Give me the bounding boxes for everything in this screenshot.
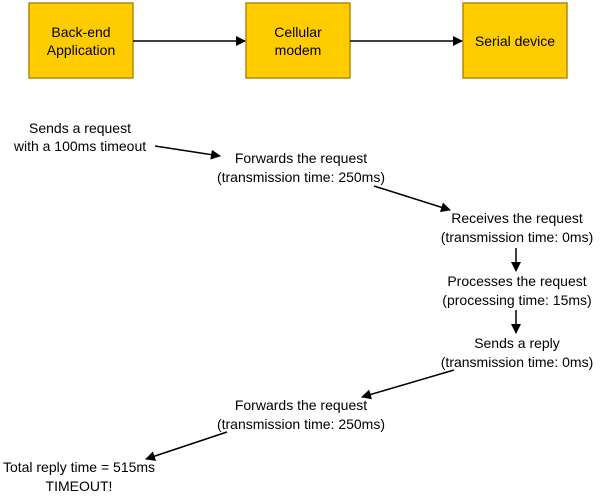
step-process-line-2: (processing time: 15ms) [442, 292, 591, 308]
box-backend-application: Back-end Application [28, 2, 134, 79]
step-process-request: Processes the request (processing time: … [442, 273, 591, 308]
box-modem-line-1: Cellular [274, 24, 322, 40]
step-send-request: Sends a request with a 100ms timeout [13, 120, 146, 154]
box-serial-device: Serial device [462, 2, 568, 79]
box-backend-line-1: Back-end [51, 24, 110, 40]
flow-arrow-forward-to-total [145, 431, 228, 461]
box-modem-line-2: modem [275, 42, 322, 58]
step-total-line-2: TIMEOUT! [46, 478, 113, 494]
step-receive-line-1: Receives the request [451, 210, 583, 226]
step-forward-2-line-2: (transmission time: 250ms) [217, 416, 385, 432]
flow-arrow-send-to-forward [154, 145, 221, 160]
step-process-line-1: Processes the request [447, 273, 586, 289]
box-cellular-modem: Cellular modem [245, 2, 351, 79]
step-send-request-line-1: Sends a request [29, 120, 131, 136]
step-send-reply-line-1: Sends a reply [474, 335, 560, 351]
flow-arrow-forward-to-receive [373, 185, 451, 213]
step-receive-request: Receives the request (transmission time:… [441, 210, 593, 245]
step-forward-2-line-1: Forwards the request [235, 397, 367, 413]
step-forward-request-1: Forwards the request (transmission time:… [217, 150, 385, 185]
box-serial-line-1: Serial device [475, 33, 555, 49]
step-forward-1-line-2: (transmission time: 250ms) [217, 169, 385, 185]
step-total-line-1: Total reply time = 515ms [3, 459, 155, 475]
step-send-reply-line-2: (transmission time: 0ms) [441, 354, 593, 370]
step-send-reply: Sends a reply (transmission time: 0ms) [441, 335, 593, 370]
step-send-request-line-2: with a 100ms timeout [13, 138, 146, 154]
step-total-reply: Total reply time = 515ms TIMEOUT! [3, 459, 155, 494]
flow-arrow-reply-to-forward [361, 369, 455, 400]
step-forward-request-2: Forwards the request (transmission time:… [217, 397, 385, 432]
box-backend-line-2: Application [47, 42, 116, 58]
step-forward-1-line-1: Forwards the request [235, 150, 367, 166]
step-receive-line-2: (transmission time: 0ms) [441, 229, 593, 245]
